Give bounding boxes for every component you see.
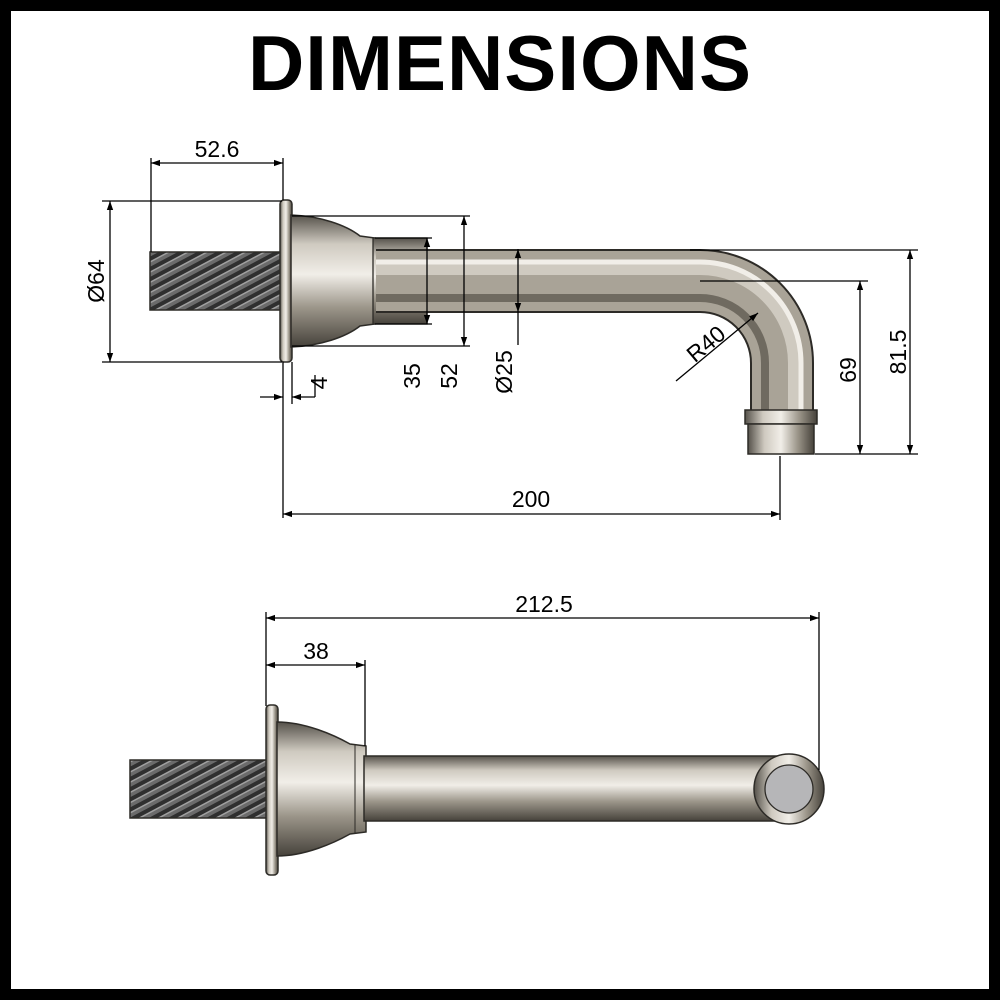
- dim-4: 4: [306, 376, 332, 389]
- top-flange: [265, 704, 279, 876]
- side-flange: [279, 199, 293, 363]
- side-view-dimensions: 52.6 Ø64 4 35 52 Ø25 R40 69: [83, 136, 918, 520]
- dim-35: 35: [399, 363, 425, 389]
- side-outlet-tip: [747, 423, 815, 455]
- top-view-spout: [129, 704, 825, 876]
- dim-81-5: 81.5: [885, 330, 911, 375]
- side-thread: [149, 251, 283, 311]
- dim-52-6: 52.6: [195, 136, 240, 162]
- dim-52: 52: [436, 363, 462, 389]
- dim-69: 69: [835, 357, 861, 383]
- dim-r40: R40: [681, 320, 730, 367]
- dim-38: 38: [303, 638, 329, 664]
- page-title: DIMENSIONS: [247, 19, 753, 107]
- top-view-dimensions: 212.5 38: [265, 591, 820, 770]
- top-outlet-bore: [764, 764, 814, 814]
- top-bell: [276, 721, 367, 857]
- dim-200: 200: [512, 486, 550, 512]
- dim-dia-64: Ø64: [83, 259, 109, 303]
- side-bell: [290, 214, 376, 348]
- side-outlet-ring: [744, 409, 818, 425]
- top-pipe: [363, 755, 795, 822]
- dim-dia-25: Ø25: [491, 350, 517, 393]
- side-view-spout: [149, 199, 818, 455]
- dim-212-5: 212.5: [515, 591, 573, 617]
- top-thread: [129, 759, 269, 819]
